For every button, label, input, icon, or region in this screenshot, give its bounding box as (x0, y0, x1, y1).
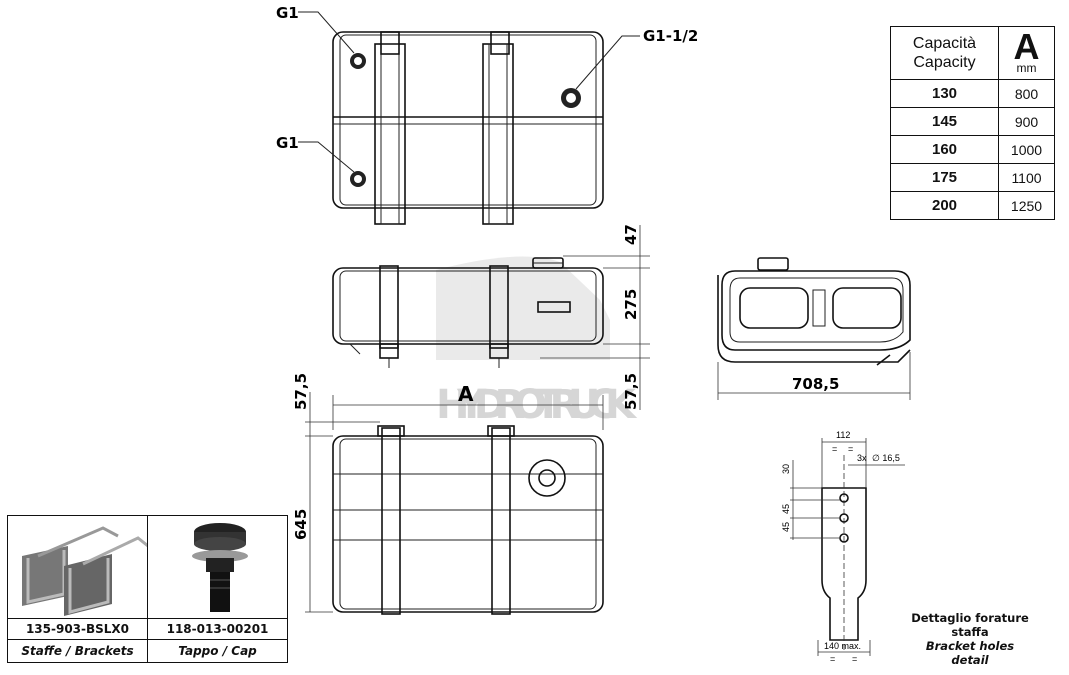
tank-top-view (298, 11, 640, 225)
label-g1-half: G1-1/2 (643, 27, 698, 45)
brackets-image (22, 526, 147, 616)
bracket-dim-140: 140 max. (824, 641, 861, 651)
cap-description: Tappo / Cap (147, 639, 288, 663)
capacity-cell: 160 (890, 135, 999, 164)
bracket-eq-4: = (852, 654, 857, 664)
header-mm: mm (1016, 61, 1037, 75)
tank-side-view (717, 257, 911, 366)
bracket-eq-3: = (830, 654, 835, 664)
header-capacity-en: Capacity (913, 54, 976, 71)
a-cell: 1000 (998, 135, 1055, 164)
bottom-view-dimensions (305, 392, 604, 613)
cap-image-cell (147, 515, 288, 619)
label-g1-top: G1 (276, 4, 299, 22)
front-view-dimensions (540, 225, 650, 410)
capacity-cell: 200 (890, 191, 999, 220)
dim-57-5-left: 57,5 (292, 373, 310, 410)
bracket-detail-drawing (790, 438, 905, 656)
dim-47: 47 (622, 224, 640, 245)
a-cell: 1250 (998, 191, 1055, 220)
bracket-dim-45a: 45 (781, 504, 791, 514)
header-a: A (1013, 26, 1040, 67)
capacity-cell: 175 (890, 163, 999, 192)
capacity-table-header: Capacità Capacity A mm (890, 26, 1055, 80)
bracket-detail-caption: Dettaglio forature staffa Bracket holes … (911, 611, 1029, 667)
a-cell: 1100 (998, 163, 1055, 192)
brackets-image-cell (7, 515, 148, 619)
watermark-truck-logo (436, 256, 610, 360)
a-cell: 800 (998, 79, 1055, 108)
brackets-description: Staffe / Brackets (7, 639, 148, 663)
bracket-hole-diameter: ∅ 16,5 (872, 453, 900, 463)
cap-code: 118-013-00201 (147, 618, 288, 640)
brackets-code: 135-903-BSLX0 (7, 618, 148, 640)
a-cell: 900 (998, 107, 1055, 136)
bracket-eq-2: = (848, 444, 853, 454)
label-g1-bottom: G1 (276, 134, 299, 152)
header-capacity-it: Capacità (912, 35, 977, 52)
dim-708-5: 708,5 (792, 375, 839, 393)
bracket-dim-45b: 45 (781, 522, 791, 532)
dim-645: 645 (292, 509, 310, 540)
dim-275: 275 (622, 289, 640, 320)
filler-opening (528, 459, 566, 497)
dim-57-5-right: 57,5 (622, 373, 640, 410)
capacity-cell: 145 (890, 107, 999, 136)
dim-A: A (458, 382, 474, 406)
tank-bottom-view (332, 425, 604, 615)
bracket-holes-count: 3x (857, 453, 867, 463)
tank-front-view (332, 257, 604, 368)
bracket-dim-30: 30 (781, 464, 791, 474)
bracket-dim-112: 112 (836, 430, 850, 440)
cap-image (192, 523, 248, 612)
bracket-eq-1: = (832, 444, 837, 454)
capacity-cell: 130 (890, 79, 999, 108)
accessories-table: 135-903-BSLX0 118-013-00201 Staffe / Bra… (7, 515, 288, 663)
